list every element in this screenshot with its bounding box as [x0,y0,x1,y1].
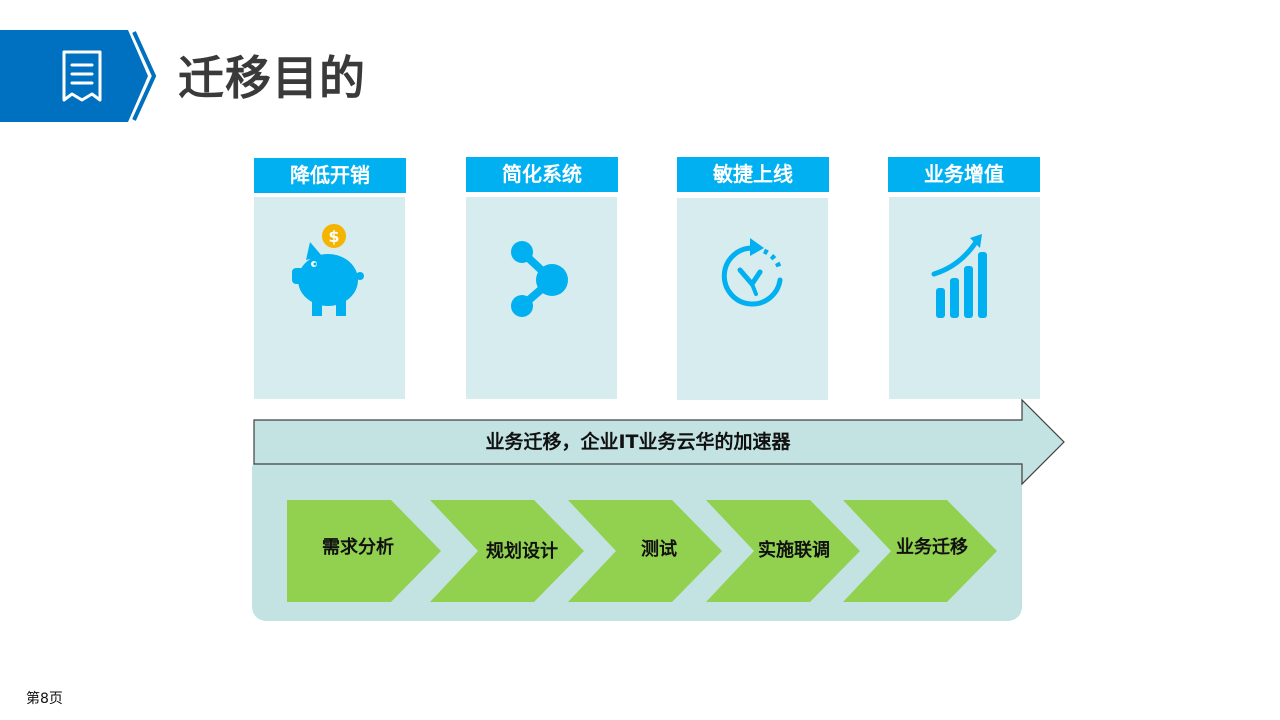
page-title: 迁移目的 [178,51,366,105]
header-banner [0,30,157,122]
stopwatch-icon [721,238,783,307]
step-label-migration: 业务迁移 [896,537,968,558]
card-body-simplify-system [466,197,617,399]
growth-chart-icon [931,234,987,318]
step-chevron-planning [430,500,584,602]
card-header-simplify-system: 简化系统 [466,157,618,192]
step-label-testing: 测试 [641,539,677,560]
step-label-implementation: 实施联调 [758,540,830,561]
piggy-bank-icon: $ [292,224,364,316]
step-chevron-implementation [706,500,860,602]
step-chevron-requirements [287,500,441,602]
migration-arrow [253,398,1065,486]
document-list-icon [62,50,102,102]
share-nodes-icon [511,241,568,317]
card-header-reduce-cost: 降低开销 [254,158,406,193]
card-body-agile-launch [677,198,828,400]
page-number: 第8页 [26,691,63,707]
step-chevron-testing [568,500,722,602]
arrow-text: 业务迁移，企业IT业务云华的加速器 [485,431,791,453]
step-label-requirements: 需求分析 [322,537,394,558]
card-header-business-value: 业务增值 [888,157,1040,192]
svg-text:$: $ [328,227,339,246]
step-label-planning: 规划设计 [486,541,558,562]
step-chevron-migration [843,500,997,602]
card-header-agile-launch: 敏捷上线 [677,157,829,192]
